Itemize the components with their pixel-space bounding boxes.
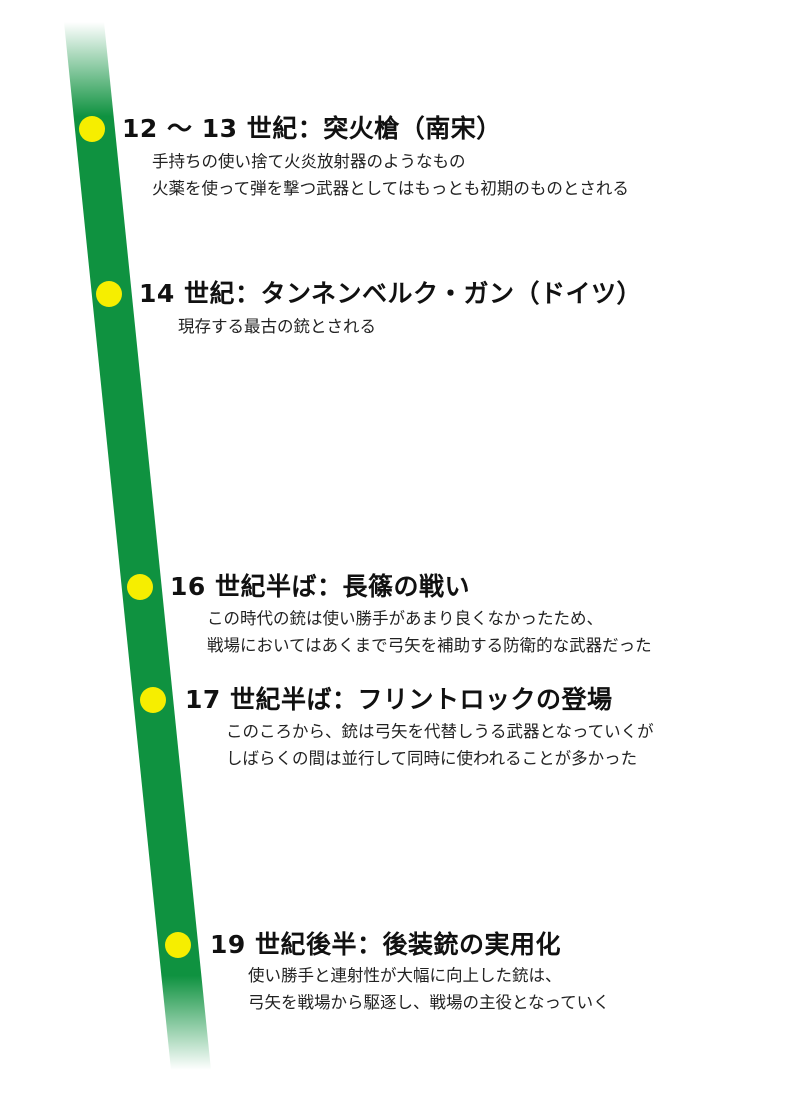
description-line: 戦場においてはあくまで弓矢を補助する防衛的な武器だった: [207, 636, 652, 655]
description-line: 現存する最古の銃とされる: [178, 317, 376, 336]
description-line: しばらくの間は並行して同時に使われることが多かった: [226, 749, 638, 768]
description-line: このころから、銃は弓矢を代替しうる武器となっていくが: [226, 722, 654, 741]
event-title: 16 世紀半ば：長篠の戦い: [170, 572, 470, 601]
timeline-marker: [127, 574, 153, 600]
event-description: この時代の銃は使い勝手があまり良くなかったため、 戦場においてはあくまで弓矢を補…: [207, 605, 652, 659]
description-line: 火薬を使って弾を撃つ武器としてはもっとも初期のものとされる: [152, 179, 629, 198]
description-line: 使い勝手と連射性が大幅に向上した銃は、: [248, 966, 562, 985]
timeline-marker: [165, 932, 191, 958]
description-line: 弓矢を戦場から駆逐し、戦場の主役となっていく: [248, 993, 610, 1012]
event-title: 14 世紀：タンネンベルク・ガン（ドイツ）: [139, 279, 642, 308]
timeline-marker: [96, 281, 122, 307]
event-description: 使い勝手と連射性が大幅に向上した銃は、 弓矢を戦場から駆逐し、戦場の主役となって…: [248, 962, 610, 1016]
timeline-marker: [79, 116, 105, 142]
event-title: 12 〜 13 世紀：突火槍（南宋）: [122, 114, 502, 143]
event-description: 現存する最古の銃とされる: [178, 313, 376, 340]
timeline-marker: [140, 687, 166, 713]
event-title: 17 世紀半ば：フリントロックの登場: [185, 685, 613, 714]
event-description: 手持ちの使い捨て火炎放射器のようなもの 火薬を使って弾を撃つ武器としてはもっとも…: [152, 148, 629, 202]
event-title: 19 世紀後半：後装銃の実用化: [210, 930, 561, 959]
description-line: この時代の銃は使い勝手があまり良くなかったため、: [207, 609, 603, 628]
event-description: このころから、銃は弓矢を代替しうる武器となっていくが しばらくの間は並行して同時…: [226, 718, 654, 772]
description-line: 手持ちの使い捨て火炎放射器のようなもの: [152, 152, 466, 171]
